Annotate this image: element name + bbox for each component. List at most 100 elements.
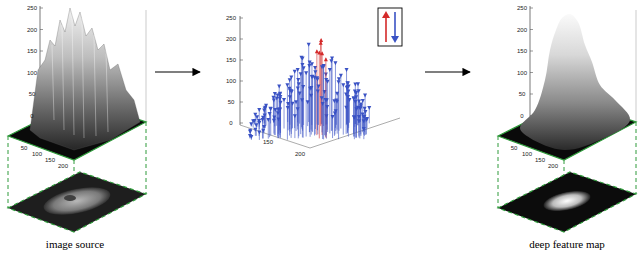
surface-streak <box>106 50 108 132</box>
stem-line <box>315 72 316 129</box>
down-arrow <box>394 12 396 38</box>
stem-head <box>279 101 283 105</box>
stem-line <box>278 110 279 134</box>
stem-line <box>314 78 315 136</box>
stem <box>278 97 282 137</box>
stem <box>299 72 303 134</box>
z-axis <box>240 16 241 125</box>
tick-mark <box>530 94 533 95</box>
stem-head <box>288 78 292 82</box>
stem-head <box>335 92 339 96</box>
surface-plot <box>8 6 146 232</box>
stem <box>352 115 356 136</box>
stem <box>278 95 282 138</box>
stem-line <box>355 102 356 124</box>
stem-head <box>293 70 297 74</box>
up-arrow <box>385 16 387 42</box>
axis-tick-label: 50 <box>29 91 36 97</box>
stem-head <box>272 98 276 102</box>
stem-line <box>302 100 303 129</box>
stem-head <box>285 83 289 87</box>
stem <box>290 90 294 130</box>
axis-tick-label: 50 <box>228 99 235 105</box>
stem-head <box>249 122 253 126</box>
stem-line <box>346 108 347 125</box>
stem <box>332 99 336 136</box>
caption: image source <box>46 239 104 250</box>
axis-tick-label: 200 <box>27 27 37 33</box>
stem <box>320 96 324 124</box>
stem-head <box>286 106 290 110</box>
stem-head <box>261 129 265 133</box>
image-slice <box>498 172 636 232</box>
surface <box>30 8 140 150</box>
axis-tick-label: 150 <box>27 48 37 54</box>
stem-line <box>335 63 336 128</box>
stem-head <box>268 112 272 116</box>
stem <box>316 90 320 135</box>
tick-mark <box>530 8 533 9</box>
stem-line <box>307 102 308 126</box>
stem-head <box>315 77 319 81</box>
stem-head <box>352 116 356 120</box>
stem <box>309 86 313 135</box>
tick-mark <box>240 102 243 103</box>
projection-line <box>636 122 637 194</box>
caption: deep feature map <box>529 239 605 250</box>
stem-head <box>321 102 325 106</box>
stem-head <box>325 105 329 109</box>
stem <box>257 108 261 127</box>
stem-head <box>269 107 273 111</box>
stem-head <box>301 85 305 89</box>
stem-head <box>320 65 324 69</box>
stem <box>296 78 300 138</box>
stem-line <box>276 98 277 125</box>
stem-head <box>333 61 337 65</box>
stem-line <box>356 93 357 137</box>
stem-head <box>299 72 303 76</box>
stem-line <box>347 83 348 133</box>
stem-line <box>311 88 312 135</box>
stem-line <box>296 102 297 131</box>
axis-tick-label: 0 <box>229 120 232 126</box>
stem-line <box>336 100 337 124</box>
stem-head <box>357 89 361 93</box>
stem-line <box>327 107 328 130</box>
stem-line <box>273 98 274 123</box>
stem-head <box>268 107 272 111</box>
projection-line <box>8 136 9 208</box>
surface-streak <box>52 45 54 120</box>
stem-head <box>315 49 319 53</box>
axis-tick-label: 150 <box>263 139 273 145</box>
down-arrow-head <box>391 36 399 43</box>
surface-plot <box>498 6 636 232</box>
flow-arrow <box>155 71 200 72</box>
stem-line <box>366 120 367 134</box>
stem <box>335 92 339 134</box>
stem <box>320 65 324 132</box>
stem-head <box>291 102 295 106</box>
stem-head <box>324 78 328 82</box>
stem-head <box>339 74 343 78</box>
stem-line <box>355 93 356 138</box>
stem <box>315 76 319 124</box>
stem <box>300 98 304 129</box>
stem <box>307 64 311 132</box>
stem-head <box>332 99 336 103</box>
stem <box>301 85 305 138</box>
stem-line <box>357 108 358 125</box>
stem-line <box>332 117 333 138</box>
stem-head <box>356 106 360 110</box>
axis-tick-label: 200 <box>548 163 558 169</box>
stem-head <box>249 135 253 139</box>
stem <box>359 102 363 136</box>
surface-streak <box>62 25 64 130</box>
stem-line <box>299 94 300 124</box>
stem <box>263 114 267 124</box>
stem-head <box>352 115 356 119</box>
stem <box>257 131 261 140</box>
stem-line <box>354 118 355 140</box>
stem-line <box>289 80 290 129</box>
stem-head <box>308 60 312 64</box>
